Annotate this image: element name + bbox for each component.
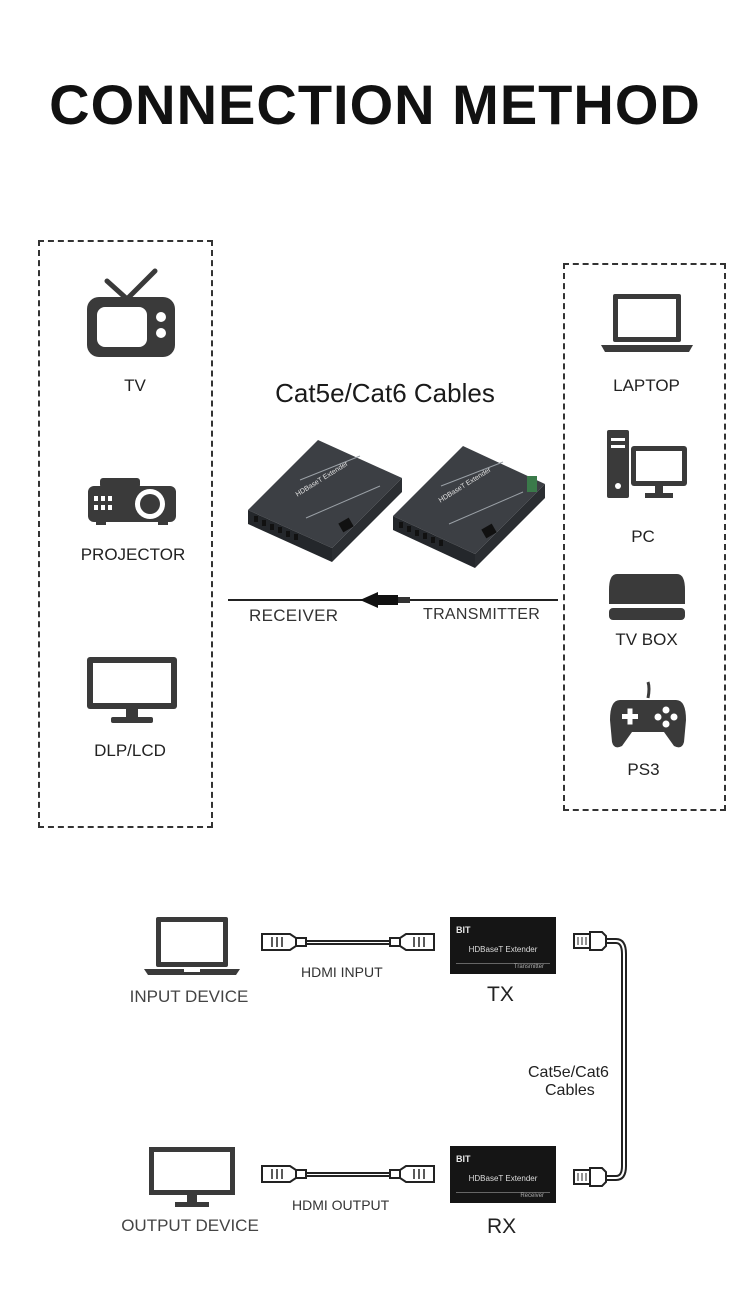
tx-box-role: Transmitter <box>513 964 544 970</box>
projector-icon <box>88 478 176 525</box>
transmitter-label: TRANSMITTER <box>423 606 541 623</box>
device-label-ps3: PS3 <box>627 760 660 779</box>
rx-box-divider <box>456 1192 550 1193</box>
display-devices-group <box>38 240 213 828</box>
device-label-projector: PROJECTOR <box>80 545 186 564</box>
rx-box-role: Receiver <box>520 1193 544 1199</box>
tx-box: BIT HDBaseT Extender Transmitter <box>450 917 556 974</box>
device-label-tv: TV <box>124 376 146 395</box>
device-label-laptop: LAPTOP <box>613 376 680 395</box>
output-monitor-icon <box>149 1147 235 1207</box>
device-label-pc: PC <box>631 527 655 546</box>
tx-box-model: HDBaseT Extender <box>468 945 538 954</box>
receiver-unit: HDBaseT Extender <box>240 440 405 565</box>
laptop-icon <box>601 294 693 352</box>
transmitter-unit: HDBaseT Extender <box>385 446 550 571</box>
source-devices-group <box>563 263 726 811</box>
hdmi-output-cable <box>261 1165 435 1183</box>
rx-label: RX <box>487 1215 517 1238</box>
tx-label: TX <box>487 983 514 1006</box>
monitor-icon <box>87 657 177 723</box>
ethernet-cable <box>573 931 627 1187</box>
input-device-label: INPUT DEVICE <box>129 987 249 1006</box>
rx-box-brand: BIT <box>456 1154 471 1164</box>
cable-label-line1: Cat5e/Cat6 <box>528 1064 609 1081</box>
tx-box-brand: BIT <box>456 925 471 935</box>
hdmi-input-label: HDMI INPUT <box>301 964 383 980</box>
page-title: CONNECTION METHOD <box>49 73 701 136</box>
tv-icon <box>87 268 175 357</box>
gamepad-icon <box>610 681 686 748</box>
cable-label-line2: Cables <box>545 1082 595 1099</box>
cable-title: Cat5e/Cat6 Cables <box>275 378 495 408</box>
rx-box: BIT HDBaseT Extender Receiver <box>450 1146 556 1203</box>
pc-icon <box>607 430 687 498</box>
device-label-dlp-lcd: DLP/LCD <box>94 741 166 760</box>
tx-box-divider <box>456 963 550 964</box>
input-laptop-icon <box>144 917 240 975</box>
receiver-label: RECEIVER <box>249 606 339 625</box>
rx-box-model: HDBaseT Extender <box>468 1174 538 1183</box>
device-label-tv-box: TV BOX <box>615 630 678 649</box>
output-device-label: OUTPUT DEVICE <box>121 1216 259 1235</box>
tv-box-icon <box>609 574 685 620</box>
signal-line <box>228 592 558 608</box>
hdmi-output-label: HDMI OUTPUT <box>292 1197 390 1213</box>
hdmi-input-cable <box>261 933 435 951</box>
